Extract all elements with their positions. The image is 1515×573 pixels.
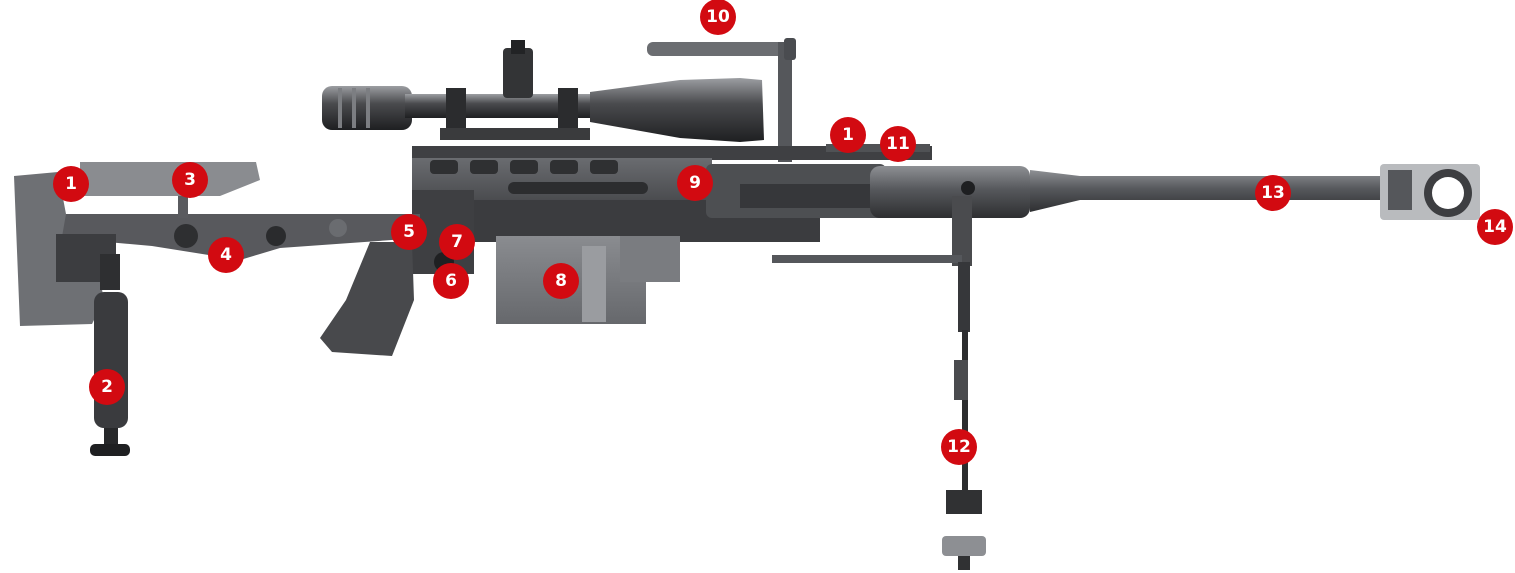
marker-label: 13 <box>1261 183 1285 203</box>
rifle-illustration <box>14 38 1480 570</box>
marker-label: 11 <box>886 134 910 154</box>
barrel <box>870 166 1380 218</box>
marker-barrel: 13 <box>1255 175 1291 211</box>
marker-stock-frame: 4 <box>208 237 244 273</box>
marker-top-rail: 1 <box>830 117 866 153</box>
marker-label: 9 <box>689 173 701 193</box>
marker-label: 14 <box>1483 217 1507 237</box>
marker-magazine: 8 <box>543 263 579 299</box>
cheek-rest <box>80 162 260 218</box>
marker-safety: 7 <box>439 224 475 260</box>
top-rail <box>412 144 932 160</box>
pistol-grip <box>320 242 414 356</box>
carry-handle <box>647 38 796 162</box>
marker-trigger: 6 <box>433 263 469 299</box>
stock-frame <box>40 214 420 260</box>
marker-bipod: 12 <box>941 429 977 465</box>
marker-label: 4 <box>220 245 232 265</box>
handguard <box>706 164 886 218</box>
marker-rail-front: 11 <box>880 126 916 162</box>
marker-label: 12 <box>947 437 971 457</box>
marker-carry-handle: 10 <box>700 0 736 35</box>
marker-label: 2 <box>101 377 113 397</box>
marker-label: 6 <box>445 271 457 291</box>
marker-bolt-rear: 5 <box>391 214 427 250</box>
callout-markers: 1 2 3 4 5 6 7 8 9 10 1 1 <box>53 0 1513 465</box>
scope <box>322 40 764 142</box>
marker-cheek-rest: 3 <box>172 162 208 198</box>
magazine <box>496 236 680 324</box>
marker-label: 1 <box>842 125 854 145</box>
marker-label: 10 <box>706 7 730 27</box>
marker-stock-butt: 1 <box>53 166 89 202</box>
marker-monopod: 2 <box>89 369 125 405</box>
muzzle-brake <box>1380 164 1480 220</box>
marker-label: 5 <box>403 222 415 242</box>
marker-label: 3 <box>184 170 196 190</box>
marker-receiver: 9 <box>677 165 713 201</box>
bipod <box>772 196 986 570</box>
marker-label: 8 <box>555 271 567 291</box>
marker-label: 1 <box>65 174 77 194</box>
marker-muzzle-brake: 14 <box>1477 209 1513 245</box>
marker-label: 7 <box>451 232 463 252</box>
